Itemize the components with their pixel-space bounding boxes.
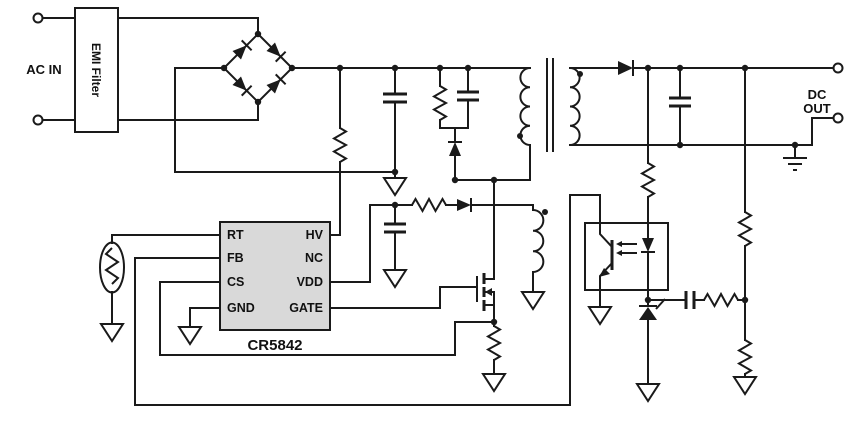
ac-terminal-top — [32, 12, 44, 24]
pin-label-vdd: VDD — [297, 275, 323, 289]
pin-label-gate: GATE — [289, 301, 323, 315]
ground-symbol — [732, 376, 758, 396]
vdd-capacitor — [384, 222, 406, 234]
divider-resistor-bottom — [736, 339, 754, 375]
controller-ic: RT FB CS GND HV NC VDD GATE CR5842 — [219, 221, 331, 354]
tl431-regulator — [639, 298, 666, 320]
primary-winding — [519, 67, 531, 146]
hv-resistor — [331, 127, 349, 163]
ground-symbol — [481, 373, 507, 393]
rt-thermistor — [99, 241, 125, 294]
vdd-diode-icon — [457, 198, 472, 212]
ground-symbol — [99, 323, 125, 343]
comp-capacitor — [684, 291, 696, 309]
bridge-diode-icon — [266, 73, 287, 94]
dc-terminal-bottom — [832, 112, 844, 124]
ground-symbol — [587, 306, 613, 326]
bridge-rectifier — [222, 32, 294, 104]
aux-phase-dot — [542, 209, 548, 215]
ic-name-label: CR5842 — [247, 337, 302, 354]
primary-phase-dot — [517, 133, 523, 139]
light-arrow-icon — [616, 250, 622, 256]
pin-label-gnd: GND — [227, 301, 255, 315]
snubber-diode-icon — [448, 141, 462, 156]
opto-bias-resistor — [639, 162, 657, 198]
snubber-capacitor — [457, 90, 479, 102]
ground-symbol — [520, 291, 546, 311]
comp-resistor — [703, 291, 739, 309]
ac-in-label: AC IN — [26, 62, 61, 77]
opto-led-icon — [641, 238, 655, 253]
snubber-resistor — [431, 85, 449, 121]
pin-label-cs: CS — [227, 275, 244, 289]
bridge-diode-icon — [232, 39, 253, 60]
dc-out-label-line1: DC — [808, 87, 827, 102]
emi-filter: EMI Filter — [74, 7, 119, 133]
secondary-phase-dot — [577, 71, 583, 77]
ground-symbol — [382, 269, 408, 289]
dc-terminal-top — [832, 62, 844, 74]
tl431-ref-tick — [655, 298, 666, 310]
secondary-winding — [569, 67, 581, 146]
sense-resistor — [485, 325, 503, 361]
vdd-resistor — [411, 196, 447, 214]
mosfet — [476, 273, 495, 311]
emitter-arrow-icon — [599, 268, 610, 277]
pin-label-nc: NC — [305, 251, 323, 265]
bulk-capacitor — [383, 92, 407, 104]
aux-winding — [532, 209, 545, 273]
dc-out-label-line2: OUT — [803, 101, 831, 116]
earth-ground-symbol — [783, 157, 807, 171]
mosfet-body-arrow — [485, 288, 492, 296]
ground-symbol — [177, 326, 203, 346]
pin-label-rt: RT — [227, 228, 244, 242]
ground-symbol — [382, 177, 408, 197]
transformer — [517, 58, 583, 273]
ground-symbols — [99, 157, 807, 403]
pin-label-hv: HV — [306, 228, 324, 242]
junction-dots — [220, 30, 799, 326]
ground-symbol — [635, 383, 661, 403]
ac-input: AC IN — [26, 12, 62, 126]
wire — [41, 17, 834, 406]
divider-resistor-top — [736, 211, 754, 247]
emi-filter-label: EMI Filter — [89, 43, 103, 97]
dc-output: DC OUT — [803, 62, 844, 124]
pin-label-fb: FB — [227, 251, 244, 265]
output-capacitor — [669, 96, 691, 108]
light-arrow-icon — [616, 241, 622, 247]
output-rectifier-diode-icon — [618, 60, 634, 76]
bridge-diode-icon — [232, 76, 253, 97]
ac-terminal-bottom — [32, 114, 44, 126]
bridge-diode-icon — [266, 42, 287, 63]
optocoupler — [584, 222, 669, 291]
